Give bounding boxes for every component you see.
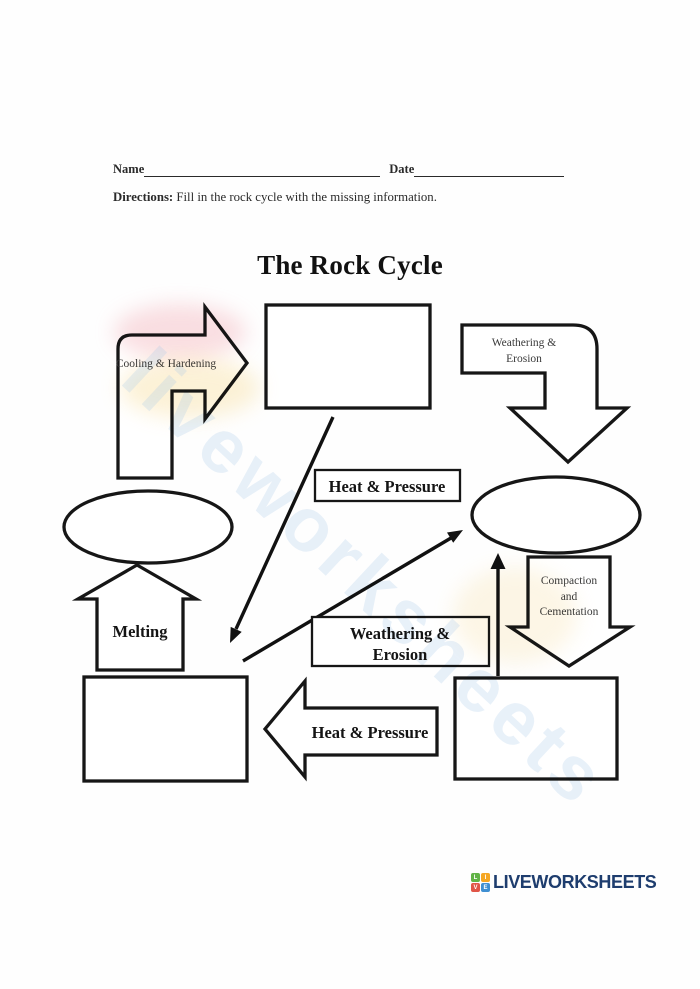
name-field[interactable] — [144, 163, 381, 177]
melting-label: Melting — [113, 622, 169, 641]
weathering-erosion-box-label-line2: Erosion — [373, 645, 428, 664]
blank-rect-top[interactable] — [264, 303, 432, 410]
directions-label: Directions: — [113, 190, 174, 204]
blank-rect-bottom-right[interactable] — [453, 676, 619, 781]
weathering-erosion-top-label-line1: Weathering & — [492, 337, 557, 349]
logo-tile-e: E — [481, 883, 490, 892]
watermark-yellow-blob — [120, 358, 260, 418]
heat-pressure-box-label: Heat & Pressure — [329, 477, 446, 496]
arrow-rect-bottom-right-to-ellipse-head — [490, 553, 506, 569]
heat-pressure-left-arrow — [262, 676, 439, 782]
date-label: Date — [389, 162, 415, 176]
weathering-erosion-top-arrow — [460, 323, 632, 465]
directions-text: Fill in the rock cycle with the missing … — [173, 190, 437, 204]
watermark-pink-blob — [114, 304, 246, 360]
directions: Directions: Fill in the rock cycle with … — [113, 190, 437, 205]
name-date-row: Name Date — [113, 162, 579, 177]
arrow-lower-left-to-ellipse-right-head — [447, 530, 463, 543]
liveworksheets-logo-icon: L I V E — [471, 873, 490, 892]
weathering-erosion-top-label-line2: Erosion — [506, 353, 542, 365]
name-label: Name — [113, 162, 145, 176]
liveworksheets-logo-text: LIVEWORKSHEETS — [493, 872, 657, 892]
arrow-rect-top-to-lower-left — [234, 416, 335, 630]
blank-ellipse-left[interactable] — [62, 489, 234, 565]
blank-ellipse-right[interactable] — [470, 475, 642, 555]
melting-arrow — [71, 563, 203, 672]
heat-pressure-box — [313, 468, 462, 503]
weathering-erosion-box-label-line1: Weathering & — [350, 624, 450, 643]
logo-tile-l: L — [471, 873, 480, 882]
arrow-lower-left-to-ellipse-right — [242, 536, 452, 663]
logo-tile-i: I — [481, 873, 490, 882]
date-field[interactable] — [414, 163, 565, 177]
logo-tile-v: V — [471, 883, 480, 892]
liveworksheets-logo: L I V E LIVEWORKSHEETS — [471, 872, 657, 893]
page-title: The Rock Cycle — [257, 250, 443, 280]
blank-rect-bottom-left[interactable] — [82, 675, 249, 783]
watermark-yellow-blob-2 — [453, 567, 577, 663]
arrow-rect-top-to-lower-left-head — [230, 626, 242, 643]
heat-pressure-arrow-label: Heat & Pressure — [312, 723, 429, 742]
